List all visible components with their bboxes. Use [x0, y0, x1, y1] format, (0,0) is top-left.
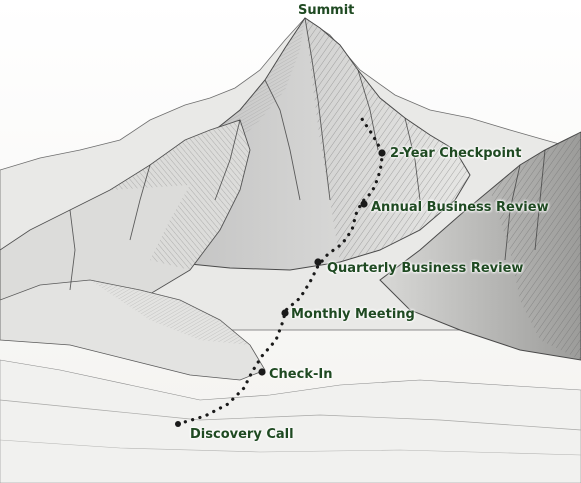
- marker-check-in: [258, 368, 266, 376]
- label-discovery-call: Discovery Call: [190, 427, 294, 442]
- left-foothills: [0, 279, 266, 381]
- label-check-in: Check-In: [269, 367, 333, 382]
- label-annual-business-review: Annual Business Review: [371, 200, 549, 215]
- marker-two-year-checkpoint: [378, 149, 386, 157]
- marker-discovery-call: [175, 421, 181, 427]
- label-monthly-meeting: Monthly Meeting: [291, 307, 415, 322]
- label-summit: Summit: [298, 3, 355, 18]
- marker-annual-review: [360, 200, 368, 208]
- marker-quarterly-review: [314, 258, 322, 266]
- label-quarterly-business-review: Quarterly Business Review: [327, 261, 524, 276]
- marker-monthly-meeting: [281, 309, 289, 317]
- trail-path: [176, 114, 384, 426]
- label-two-year-checkpoint: 2-Year Checkpoint: [390, 146, 522, 161]
- valley-floor: [0, 359, 581, 483]
